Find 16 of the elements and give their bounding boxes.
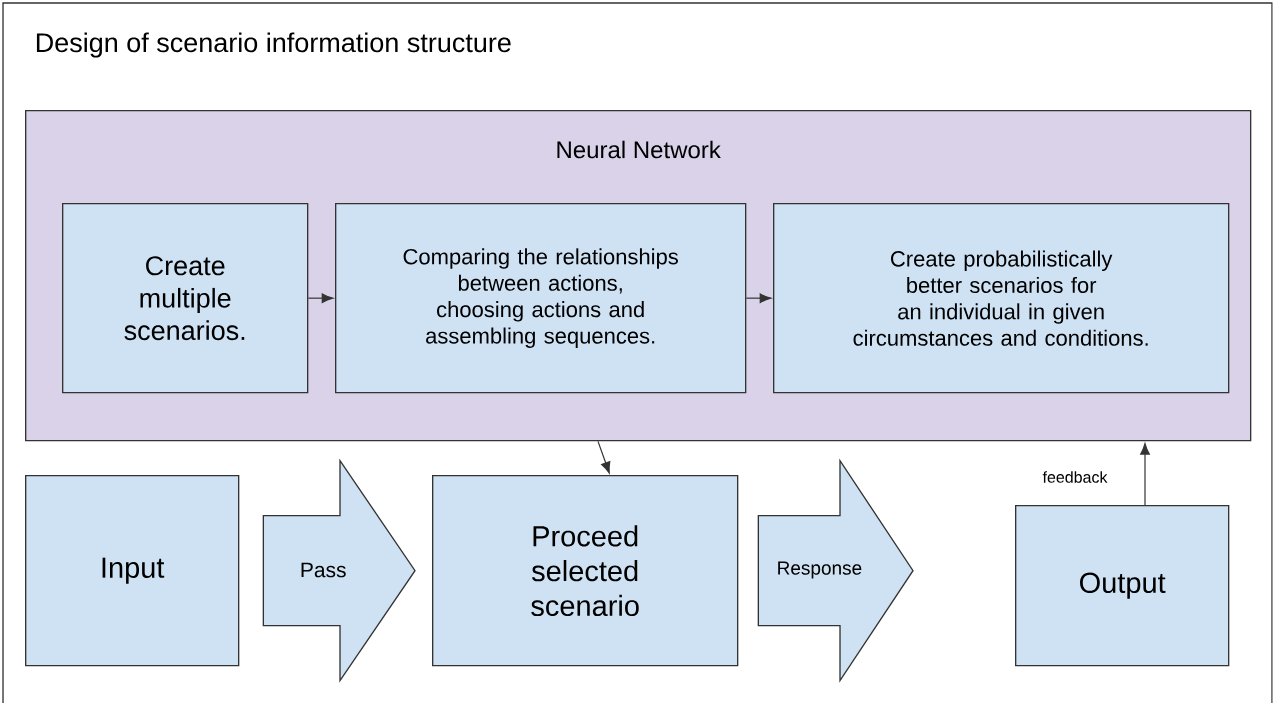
arrow [597,440,611,474]
title: Design of scenario information structure [36,32,511,58]
process-box: Create probabilistically better scenarios for an individual in given circumstances and conditions. [773,203,1230,394]
process-box: Comparing the relationships between actions, choosing actions and assembling sequences. [335,203,747,394]
arrow [1140,443,1150,506]
edge-label: feedback [1041,469,1109,485]
process-box: Output [1015,505,1230,667]
arrow [262,458,416,683]
arrow [757,458,914,683]
edge-label: Response [775,560,864,580]
edge-label: Pass [298,561,348,579]
process-box: Input [25,475,240,667]
arrow [745,293,772,303]
process-box: Proceed selected scenario [432,475,739,667]
arrow [307,293,334,303]
process-box: Create multiple scenarios. [62,203,309,394]
